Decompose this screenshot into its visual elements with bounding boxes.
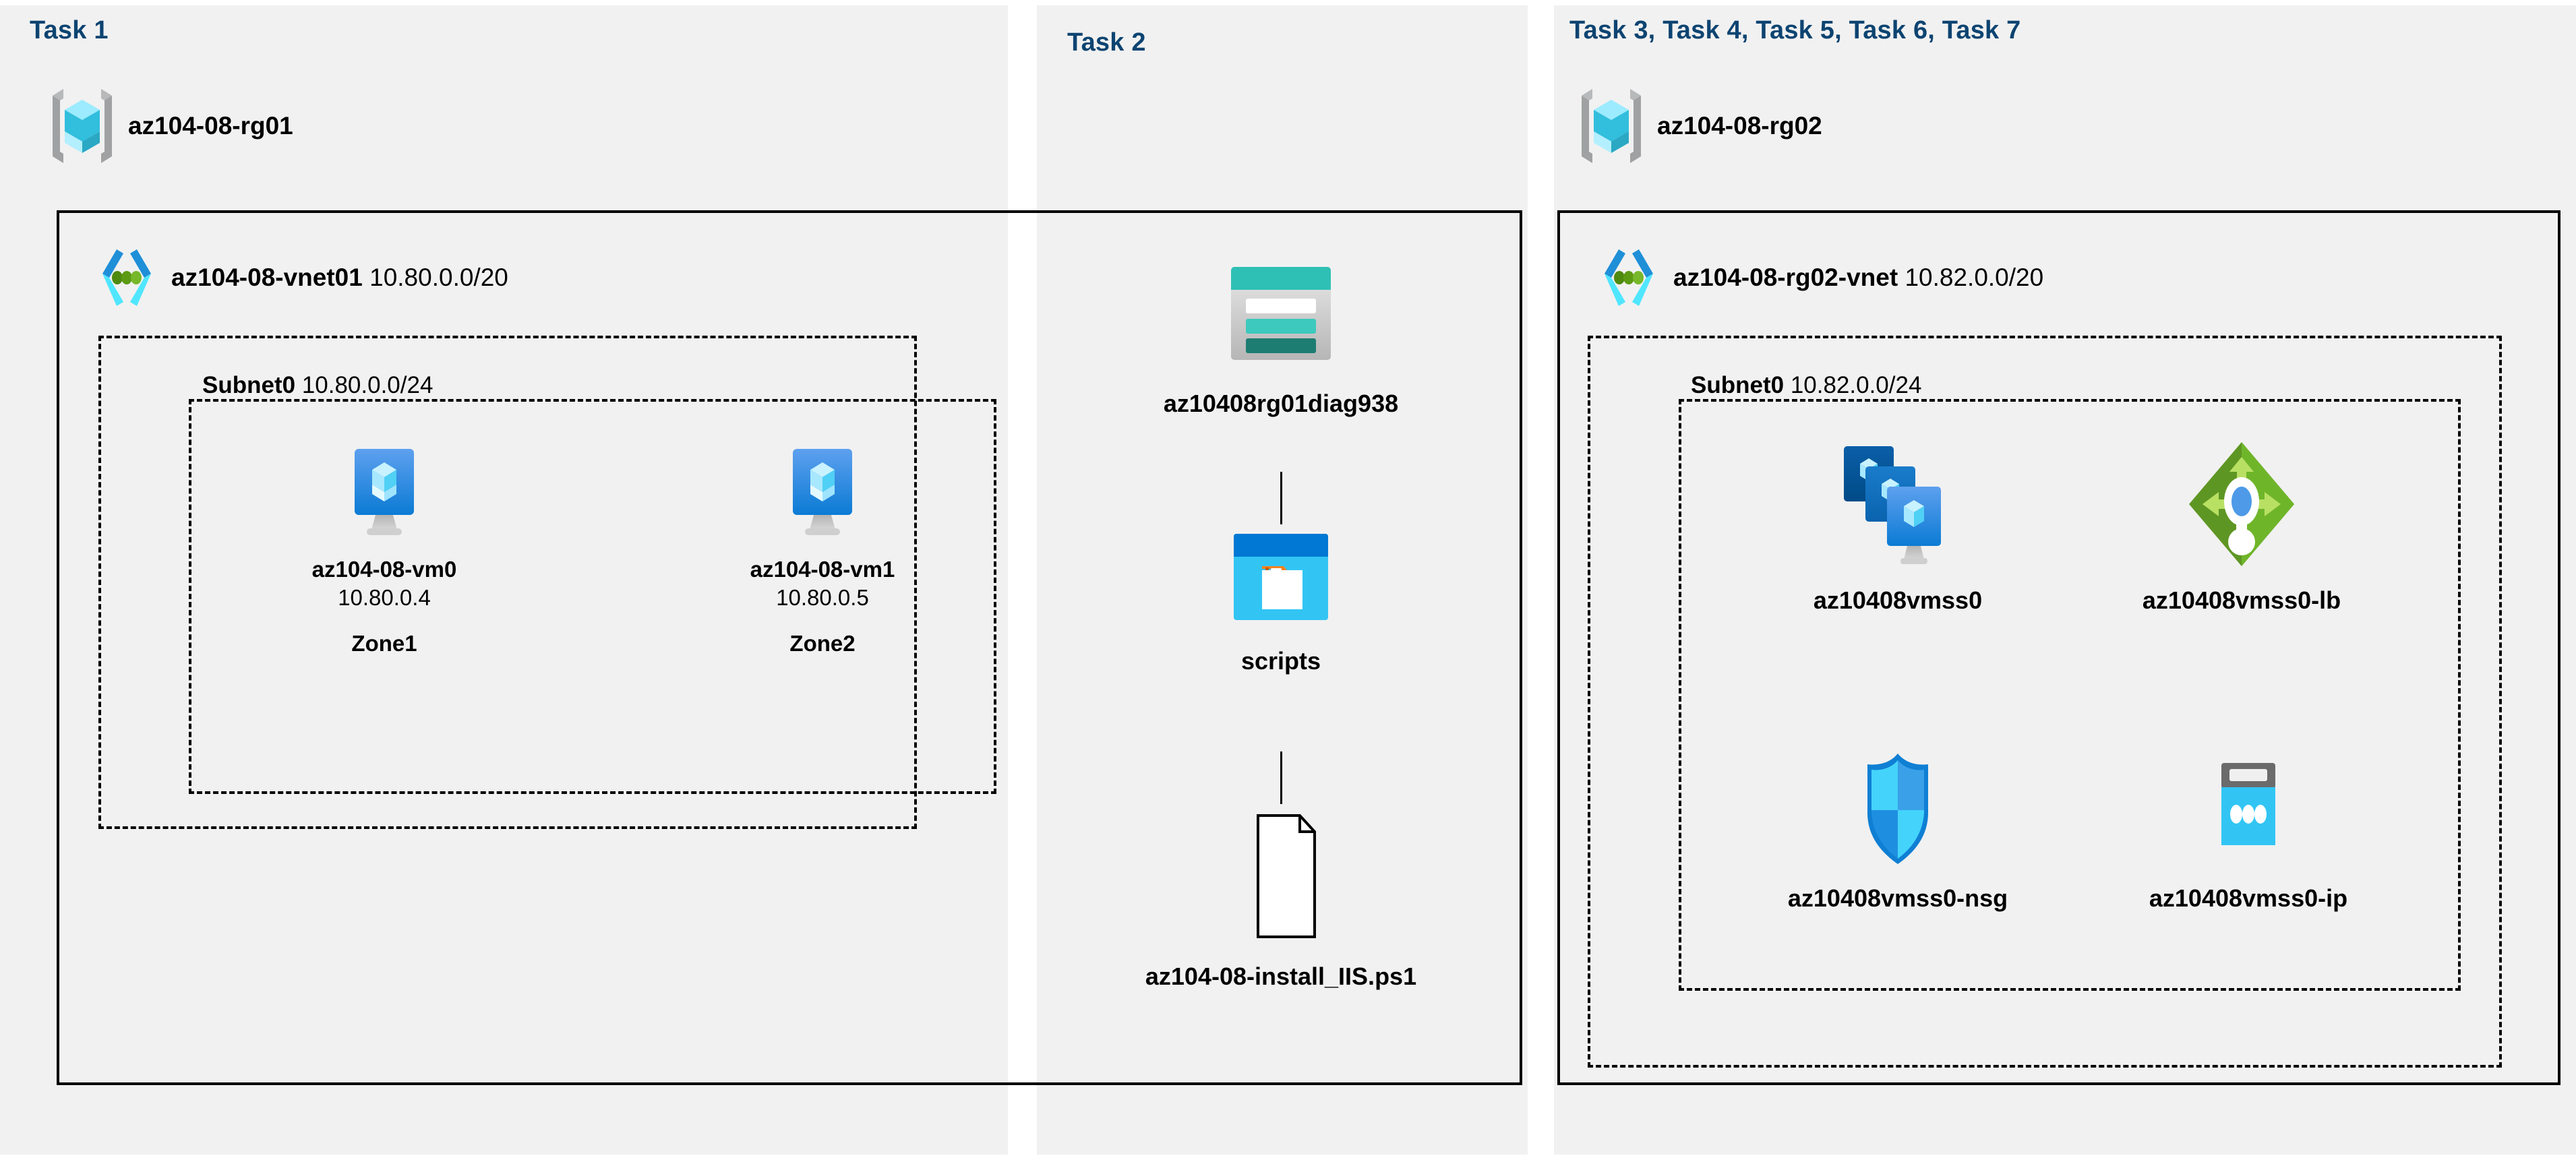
file-name: az104-08-install_IIS.ps1	[1145, 962, 1417, 990]
public-ip-address-icon	[2103, 748, 2393, 873]
nsg-node[interactable]: az10408vmss0-nsg	[1726, 748, 2070, 913]
task1-vnet-cidr: 10.80.0.0/20	[369, 264, 508, 291]
task3-vnet-cidr: 10.82.0.0/20	[1905, 264, 2044, 291]
vm-node-az104-08-vm0[interactable]: az104-08-vm0 10.80.0.4 Zone1	[270, 445, 499, 656]
task3-resource-group-box	[1679, 399, 2461, 991]
task1-subnet-cidr: 10.80.0.0/24	[301, 372, 433, 398]
vm-name: az104-08-vm1	[750, 557, 895, 582]
task1-label: Task 1	[30, 16, 109, 44]
task1-subnet-label: Subnet0 10.80.0.0/24	[202, 372, 433, 399]
virtual-network-icon	[1596, 245, 1661, 310]
public-ip-node[interactable]: az10408vmss0-ip	[2103, 748, 2393, 913]
nsg-name: az10408vmss0-nsg	[1787, 884, 2008, 912]
task1-vnet-box	[57, 210, 1522, 1085]
vm-scale-set-icon	[1746, 437, 2049, 575]
vmss-name: az10408vmss0	[1813, 586, 1983, 614]
task3-resource-group-header: az104-08-rg02	[1578, 86, 1822, 166]
blob-container-node[interactable]: scripts	[1146, 527, 1416, 676]
container-to-file-connector	[1280, 751, 1282, 804]
task3-subnet-box	[1588, 336, 2502, 1068]
vm-zone: Zone1	[351, 630, 417, 656]
task3-label: Task 3, Task 4, Task 5, Task 6, Task 7	[1569, 16, 2021, 44]
task3-subnet-label: Subnet0 10.82.0.0/24	[1691, 372, 1921, 399]
task3-resource-group-name: az104-08-rg02	[1657, 112, 1822, 140]
task1-vm-group-box	[189, 399, 996, 794]
task1-subnet-name: Subnet0	[202, 372, 296, 398]
task1-vnet-header: az104-08-vnet01 10.80.0.0/20	[94, 245, 508, 310]
public-ip-name: az10408vmss0-ip	[2149, 884, 2348, 912]
task1-resource-group-name: az104-08-rg01	[128, 112, 293, 140]
resource-group-icon	[1578, 86, 1645, 166]
load-balancer-node[interactable]: az10408vmss0-lb	[2083, 437, 2400, 615]
task1-subnet-box	[98, 336, 917, 829]
storage-to-container-connector	[1280, 472, 1282, 524]
storage-account-node[interactable]: az10408rg01diag938	[1079, 256, 1483, 419]
task1-panel	[0, 5, 1008, 1155]
load-balancer-name: az10408vmss0-lb	[2142, 586, 2341, 614]
vm-name: az104-08-vm0	[311, 557, 457, 582]
storage-account-name: az10408rg01diag938	[1163, 390, 1399, 417]
load-balancer-icon	[2083, 437, 2400, 575]
task1-vnet-label: az104-08-vnet01 10.80.0.0/20	[171, 264, 508, 292]
blob-container-name: scripts	[1240, 647, 1321, 675]
task3-panel	[1554, 5, 2576, 1155]
vmss-node[interactable]: az10408vmss0	[1746, 437, 2049, 615]
virtual-network-icon	[94, 245, 159, 310]
task2-label: Task 2	[1067, 28, 1146, 57]
vm-ip: 10.80.0.5	[776, 585, 869, 611]
vm-ip: 10.80.0.4	[338, 585, 431, 611]
virtual-machine-icon	[708, 445, 937, 543]
task3-vnet-header: az104-08-rg02-vnet 10.82.0.0/20	[1596, 245, 2043, 310]
vm-node-az104-08-vm1[interactable]: az104-08-vm1 10.80.0.5 Zone2	[708, 445, 937, 656]
task1-vnet-name: az104-08-vnet01	[171, 264, 363, 291]
network-security-group-icon	[1726, 748, 2070, 873]
file-document-icon	[1052, 809, 1510, 947]
virtual-machine-icon	[270, 445, 499, 543]
resource-group-icon	[49, 86, 116, 166]
blob-container-icon	[1146, 527, 1416, 632]
task3-vnet-box	[1557, 210, 2560, 1085]
task3-subnet-name: Subnet0	[1691, 372, 1785, 398]
storage-account-icon	[1079, 256, 1483, 374]
file-node[interactable]: az104-08-install_IIS.ps1	[1052, 809, 1510, 991]
vm-zone: Zone2	[789, 630, 856, 656]
task3-vnet-name: az104-08-rg02-vnet	[1673, 264, 1898, 291]
task1-resource-group-header: az104-08-rg01	[49, 86, 293, 166]
task3-vnet-label: az104-08-rg02-vnet 10.82.0.0/20	[1673, 264, 2043, 292]
task3-subnet-cidr: 10.82.0.0/24	[1790, 372, 1922, 398]
